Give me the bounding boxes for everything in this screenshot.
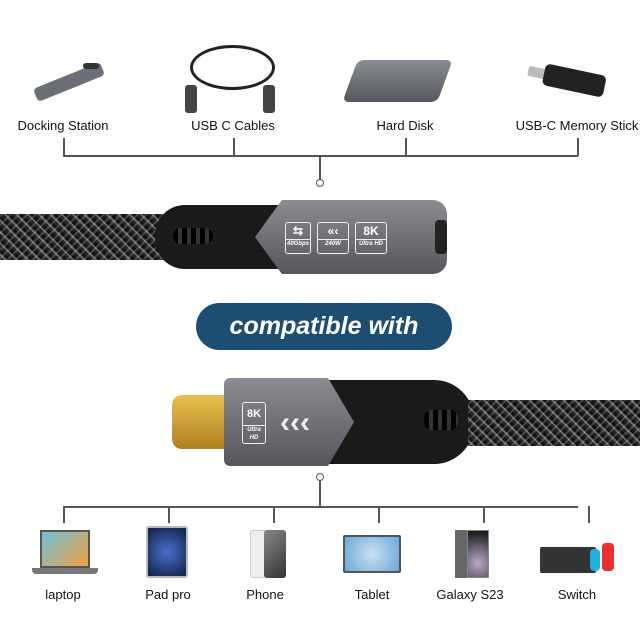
device-label: Pad pro bbox=[145, 587, 191, 602]
switch-console-icon bbox=[540, 543, 618, 575]
female-connector: ⇆ 40Gbps «‹ 240W 8K Ultra HD bbox=[155, 200, 447, 274]
usb-c-cable-icon bbox=[185, 45, 280, 115]
data-transfer-arrows-icon: ⇆ bbox=[292, 224, 304, 238]
device-label: Switch bbox=[557, 587, 597, 602]
braided-cable bbox=[0, 214, 170, 260]
usb-c-plug bbox=[172, 395, 232, 449]
charging-chevrons-icon: «‹ bbox=[327, 224, 339, 238]
240w-badge: «‹ 240W bbox=[317, 222, 349, 254]
device-label: Hard Disk bbox=[376, 118, 434, 133]
8k-badge: 8K Ultra HD bbox=[242, 402, 266, 444]
docking-station-icon bbox=[32, 55, 106, 105]
device-label: laptop bbox=[45, 587, 81, 602]
hard-disk-icon bbox=[342, 60, 453, 108]
device-label: Phone bbox=[246, 587, 284, 602]
device-label: USB C Cables bbox=[191, 118, 275, 133]
chevrons-icon: ‹‹‹ bbox=[280, 406, 310, 439]
device-label: Tablet bbox=[354, 587, 390, 602]
memory-stick-icon bbox=[525, 58, 609, 104]
device-label: Galaxy S23 bbox=[436, 587, 504, 602]
40gbps-badge: ⇆ 40Gbps bbox=[285, 222, 311, 254]
male-connector: 8K Ultra HD ‹‹‹ bbox=[224, 378, 474, 466]
phone-icon bbox=[250, 530, 286, 578]
galaxy-phone-icon bbox=[455, 530, 489, 578]
tablet-icon bbox=[343, 535, 401, 573]
ipad-icon bbox=[146, 526, 188, 578]
8k-badge: 8K Ultra HD bbox=[355, 222, 387, 254]
device-label: Docking Station bbox=[17, 118, 109, 133]
braided-cable bbox=[468, 400, 640, 446]
device-label: USB-C Memory Stick bbox=[515, 118, 639, 133]
laptop-icon bbox=[32, 530, 98, 578]
compatible-with-banner: compatible with bbox=[196, 303, 452, 350]
